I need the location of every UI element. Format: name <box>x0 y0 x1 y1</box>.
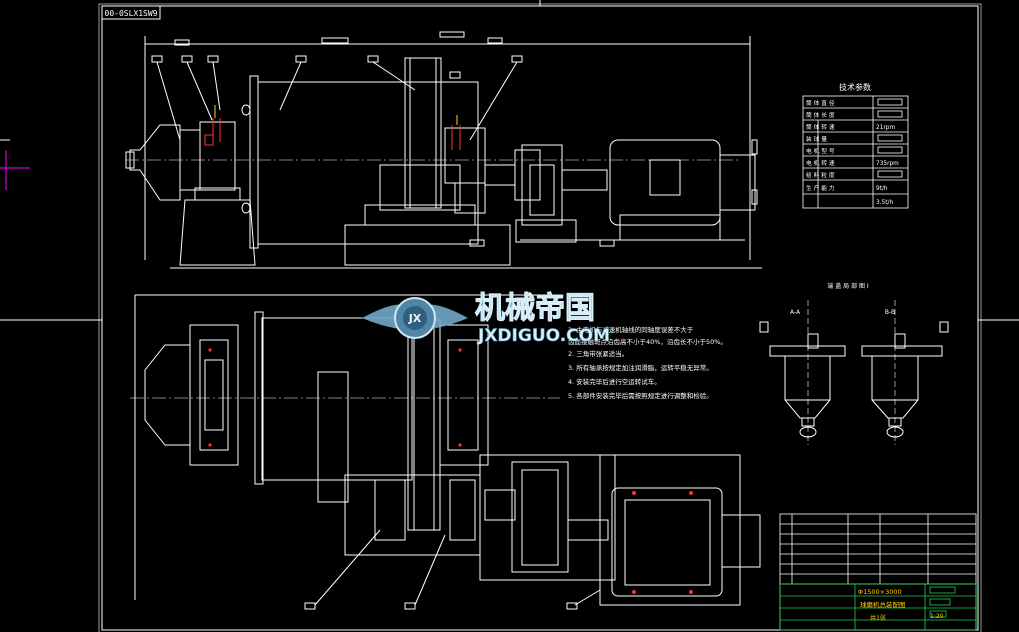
plan-view-accents <box>208 348 693 594</box>
title-scale: 1:20 <box>930 613 944 620</box>
title-sheet: 共1张 <box>870 614 886 622</box>
front-elevation-view <box>125 31 762 269</box>
svg-text:A-A: A-A <box>790 309 801 316</box>
svg-text:齿面接触斑点沿齿高不小于40%，沿齿长不小于50%。: 齿面接触斑点沿齿高不小于40%，沿齿长不小于50%。 <box>568 337 727 346</box>
plan-view <box>130 294 761 610</box>
tech-params-title: 技术参数 <box>839 82 871 92</box>
svg-text:给 料 粒 度: 给 料 粒 度 <box>806 171 835 179</box>
title-name: 球磨机总装配图 <box>860 600 906 609</box>
svg-text:2. 主电机与减速机轴线的同轴度误差不大于: 2. 主电机与减速机轴线的同轴度误差不大于 <box>568 325 694 334</box>
svg-text:735rpm: 735rpm <box>876 161 899 167</box>
title-model: Φ1500×3000 <box>858 588 902 596</box>
svg-text:4. 安装完毕后进行空运转试车。: 4. 安装完毕后进行空运转试车。 <box>568 377 661 386</box>
tech-params-table: 技术参数 筒 体 直 径 筒 体 长 度 筒 体 转 速 装 球 量 电 机 型… <box>802 82 909 209</box>
watermark-badge: JX <box>408 312 422 325</box>
svg-text:5. 各部件安装完毕后需按照规定进行调整和检验。: 5. 各部件安装完毕后需按照规定进行调整和检验。 <box>568 391 713 400</box>
svg-text:生 产 能 力: 生 产 能 力 <box>806 184 835 192</box>
title-block: Φ1500×3000 球磨机总装配图 1:20 共1张 <box>779 513 977 631</box>
svg-text:端 盖 局 部 图 Ⅰ: 端 盖 局 部 图 Ⅰ <box>827 282 869 290</box>
drawing-number-box: 00-0SLX1SW9 <box>101 5 161 20</box>
svg-text:21rpm: 21rpm <box>876 125 895 131</box>
svg-text:9t/h: 9t/h <box>876 186 888 192</box>
front-view-accents-yellow <box>214 105 458 125</box>
watermark-en: JXDIGUO.COM <box>477 326 610 346</box>
technical-notes: 2. 主电机与减速机轴线的同轴度误差不大于 齿面接触斑点沿齿高不小于40%，沿齿… <box>568 325 727 400</box>
detail-views: 端 盖 局 部 图 Ⅰ A-A B-B <box>759 282 949 445</box>
svg-text:筒 体 转 速: 筒 体 转 速 <box>806 123 835 131</box>
svg-text:装 球 量: 装 球 量 <box>806 135 827 143</box>
crosshair-cursor[interactable] <box>0 150 30 190</box>
svg-text:B-B: B-B <box>885 309 895 316</box>
drawing-number: 00-0SLX1SW9 <box>105 9 158 18</box>
watermark-logo: JX 机械帝国 JXDIGUO.COM <box>362 291 610 346</box>
svg-text:电 机 转 速: 电 机 转 速 <box>806 159 835 167</box>
front-view-accents <box>204 118 461 150</box>
svg-text:3. 所有轴承按规定加注润滑脂，运转平稳无异常。: 3. 所有轴承按规定加注润滑脂，运转平稳无异常。 <box>568 363 713 372</box>
svg-text:3.5t/h: 3.5t/h <box>876 200 893 206</box>
svg-text:筒 体 直 径: 筒 体 直 径 <box>806 99 835 107</box>
svg-text:2. 三角带张紧适当。: 2. 三角带张紧适当。 <box>568 349 628 358</box>
watermark-cn: 机械帝国 <box>475 291 595 326</box>
svg-text:筒 体 长 度: 筒 体 长 度 <box>806 111 835 119</box>
svg-text:电 机 型 号: 电 机 型 号 <box>806 147 835 155</box>
